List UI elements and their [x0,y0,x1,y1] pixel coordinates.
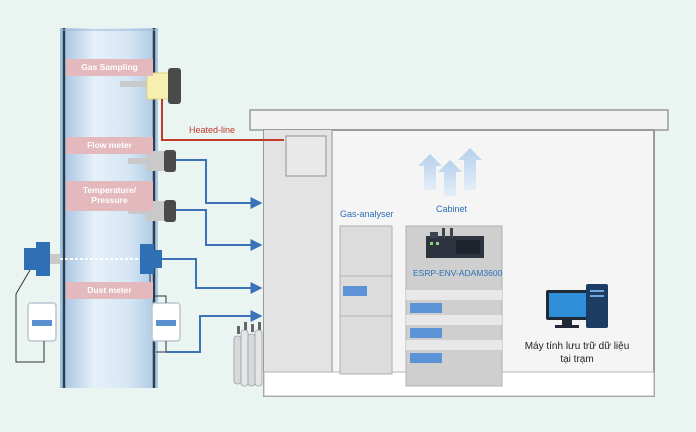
label-temperature-pressure: Temperature/ Pressure [66,181,153,211]
gas-cylinder-icon [233,322,263,387]
airflow-arrow-icon [418,148,482,196]
computer-icon [546,284,608,328]
label-heated-line: Heated-line [189,125,236,135]
cabinet [405,225,503,387]
heated-line [161,99,284,141]
gas-analyser-rack [339,225,393,375]
adam-controller-icon [426,228,484,258]
sensor-icon [128,150,176,172]
label-gas-sampling: Gas Sampling [66,59,153,76]
label-cabinet: Cabinet [436,204,468,214]
signal-lines [162,159,263,353]
label-temperature: Temperature/ [82,185,137,195]
label-gas-analyser: Gas-analyser [340,209,394,219]
label-computer-line1: Máy tính lưu trữ dữ liệu [524,341,630,352]
label-flow-meter: Flow meter [66,137,153,154]
gas-probe-icon [120,68,181,104]
label-adam-controller: ESRP-ENV-ADAM3600 [413,268,503,278]
dust-sensor-icon [27,302,181,342]
label-station-computer: Máy tính lưu trữ dữ liệu tại trạm [512,341,642,365]
label-dust-meter: Dust meter [66,282,153,299]
label-pressure: Pressure [91,195,128,206]
dust-sensor-icon [24,242,162,276]
label-computer-line2: tại trạm [560,354,594,365]
